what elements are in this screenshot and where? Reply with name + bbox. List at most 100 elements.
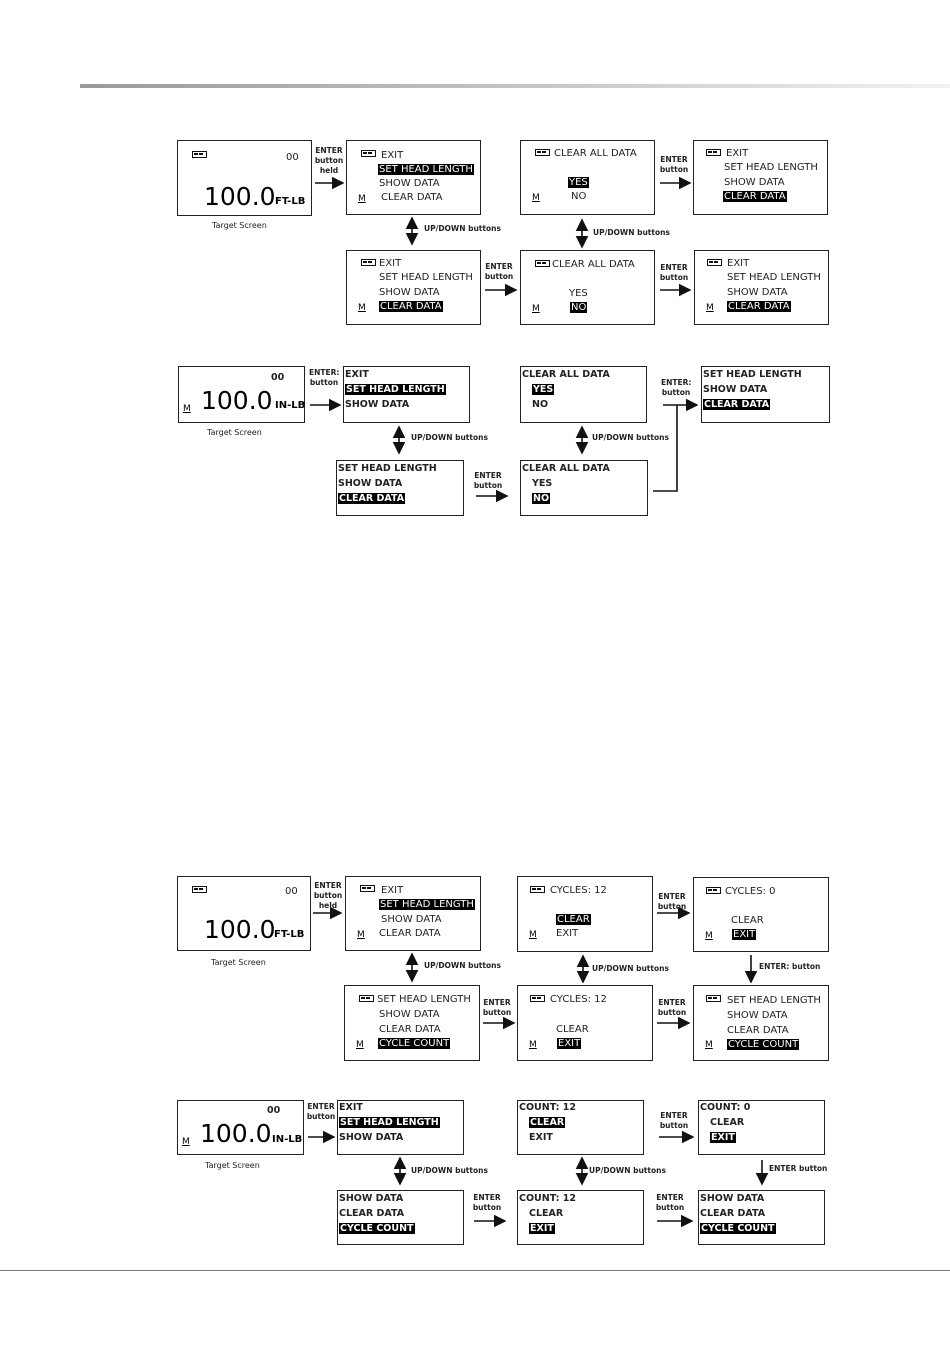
menu-item-show-data: SHOW DATA [379, 178, 440, 189]
battery-icon [535, 149, 550, 156]
confirm-title: CLEAR ALL DATA [522, 369, 610, 380]
count-screen: COUNT: 12 CLEAR EXIT [517, 1190, 644, 1245]
unit-label: IN-LB [275, 400, 306, 411]
menu-item-show-data: SHOW DATA [339, 1193, 404, 1204]
torque-value: 100.0 [201, 386, 273, 415]
label-updown: UP/DOWN buttons [411, 1166, 488, 1175]
m-indicator: M [357, 930, 365, 940]
cycles-readout: CYCLES: 12 [550, 885, 607, 896]
menu-screen: SHOW DATA CLEAR DATA CYCLE COUNT [698, 1190, 825, 1245]
m-indicator: M [705, 931, 713, 941]
menu-item-set-head-length: SET HEAD LENGTH [379, 899, 475, 910]
battery-icon [530, 886, 545, 893]
label-enter-button: ENTER button [482, 998, 512, 1017]
menu-item-set-head-length: SET HEAD LENGTH [727, 995, 821, 1006]
m-indicator: M [183, 404, 191, 414]
counter: 00 [286, 152, 299, 163]
option-no: NO [570, 302, 588, 313]
option-clear: CLEAR [556, 1024, 589, 1035]
counter: 00 [285, 886, 298, 897]
count-readout: COUNT: 12 [519, 1193, 576, 1204]
menu-item-show-data: SHOW DATA [379, 287, 440, 298]
label-enter-button: ENTER: button [759, 962, 821, 971]
menu-screen: EXIT SET HEAD LENGTH SHOW DATA [343, 366, 470, 423]
m-indicator: M [358, 194, 366, 204]
target-screen: 00 M 100.0 IN-LB [177, 1100, 304, 1155]
cycles-screen: CYCLES: 12 CLEAR M EXIT [517, 876, 653, 952]
menu-screen: EXIT SET HEAD LENGTH SHOW DATA M CLEAR D… [345, 876, 481, 951]
option-yes: YES [532, 384, 555, 395]
menu-item-exit: EXIT [726, 148, 749, 159]
label-enter-button: ENTER button [659, 263, 689, 282]
menu-item-cycle-count: CYCLE COUNT [378, 1038, 451, 1049]
option-clear: CLEAR [731, 915, 764, 926]
battery-icon [707, 259, 722, 266]
torque-value: 100.0 [200, 1119, 272, 1148]
label-enter-button: ENTER button [484, 262, 514, 281]
cycles-screen: CYCLES: 12 CLEAR M EXIT [517, 985, 653, 1061]
unit-label: FT-LB [274, 929, 305, 940]
torque-value: 100.0 [204, 182, 276, 211]
menu-screen: SET HEAD LENGTH SHOW DATA CLEAR DATA M C… [344, 985, 480, 1061]
battery-icon [530, 995, 545, 1002]
menu-item-cycle-count: CYCLE COUNT [339, 1223, 415, 1234]
label-enter-button: ENTER button [769, 1164, 828, 1173]
menu-item-show-data: SHOW DATA [727, 287, 788, 298]
battery-icon [361, 259, 376, 266]
menu-item-set-head-length: SET HEAD LENGTH [379, 272, 473, 283]
count-readout: COUNT: 12 [519, 1102, 576, 1113]
menu-item-set-head-length: SET HEAD LENGTH [703, 369, 802, 380]
menu-item-exit: EXIT [379, 258, 402, 269]
confirm-screen: CLEAR ALL DATA YES NO [520, 460, 648, 516]
menu-item-show-data: SHOW DATA [345, 399, 410, 410]
menu-item-exit: EXIT [727, 258, 750, 269]
menu-item-clear-data: CLEAR DATA [379, 1024, 441, 1035]
menu-item-clear-data: CLEAR DATA [727, 301, 791, 312]
battery-icon [706, 995, 721, 1002]
label-enter-button: ENTER button [659, 155, 689, 174]
confirm-screen: CLEAR ALL DATA YES NO [520, 366, 647, 423]
option-yes: YES [532, 478, 553, 489]
cycles-screen: CYCLES: 0 CLEAR M EXIT [693, 877, 829, 952]
label-updown: UP/DOWN buttons [424, 961, 501, 970]
option-yes: YES [568, 177, 589, 188]
label-enter-button: ENTER: button [309, 368, 340, 387]
menu-item-set-head-length: SET HEAD LENGTH [727, 272, 821, 283]
label-enter-button: ENTER button [655, 1193, 685, 1212]
option-no: NO [532, 493, 551, 504]
menu-item-show-data: SHOW DATA [700, 1193, 765, 1204]
caption-target-screen: Target Screen [211, 958, 266, 967]
cycles-readout: CYCLES: 0 [725, 886, 776, 897]
menu-item-clear-data: CLEAR DATA [379, 301, 443, 312]
menu-item-exit: EXIT [345, 369, 369, 380]
battery-icon [359, 995, 374, 1002]
label-enter-button: ENTER: button [661, 378, 692, 397]
label-updown: UP/DOWN buttons [592, 964, 669, 973]
count-screen: COUNT: 12 CLEAR EXIT [517, 1100, 644, 1155]
menu-item-show-data: SHOW DATA [724, 177, 785, 188]
menu-item-show-data: SHOW DATA [339, 1132, 404, 1143]
label-enter-button: ENTER button [657, 892, 687, 911]
caption-target-screen: Target Screen [207, 428, 262, 437]
m-indicator: M [706, 303, 714, 313]
menu-item-set-head-length: SET HEAD LENGTH [345, 384, 446, 395]
menu-item-cycle-count: CYCLE COUNT [700, 1223, 776, 1234]
unit-label: IN-LB [272, 1134, 303, 1145]
option-exit: EXIT [556, 928, 579, 939]
m-indicator: M [358, 303, 366, 313]
menu-item-clear-data: CLEAR DATA [723, 191, 787, 202]
option-exit: EXIT [529, 1132, 553, 1143]
m-indicator: M [529, 930, 537, 940]
battery-icon [192, 151, 207, 158]
m-indicator: M [182, 1137, 190, 1147]
option-yes: YES [569, 288, 588, 299]
arrow-return [653, 405, 678, 492]
menu-item-exit: EXIT [381, 885, 404, 896]
battery-icon [535, 260, 550, 267]
label-enter-button: ENTER button [659, 1111, 689, 1130]
label-updown: UP/DOWN buttons [589, 1166, 666, 1175]
menu-screen: SET HEAD LENGTH SHOW DATA CLEAR DATA [701, 366, 830, 423]
menu-screen: SHOW DATA CLEAR DATA CYCLE COUNT [337, 1190, 464, 1245]
option-exit: EXIT [710, 1132, 736, 1143]
option-exit: EXIT [557, 1038, 582, 1049]
